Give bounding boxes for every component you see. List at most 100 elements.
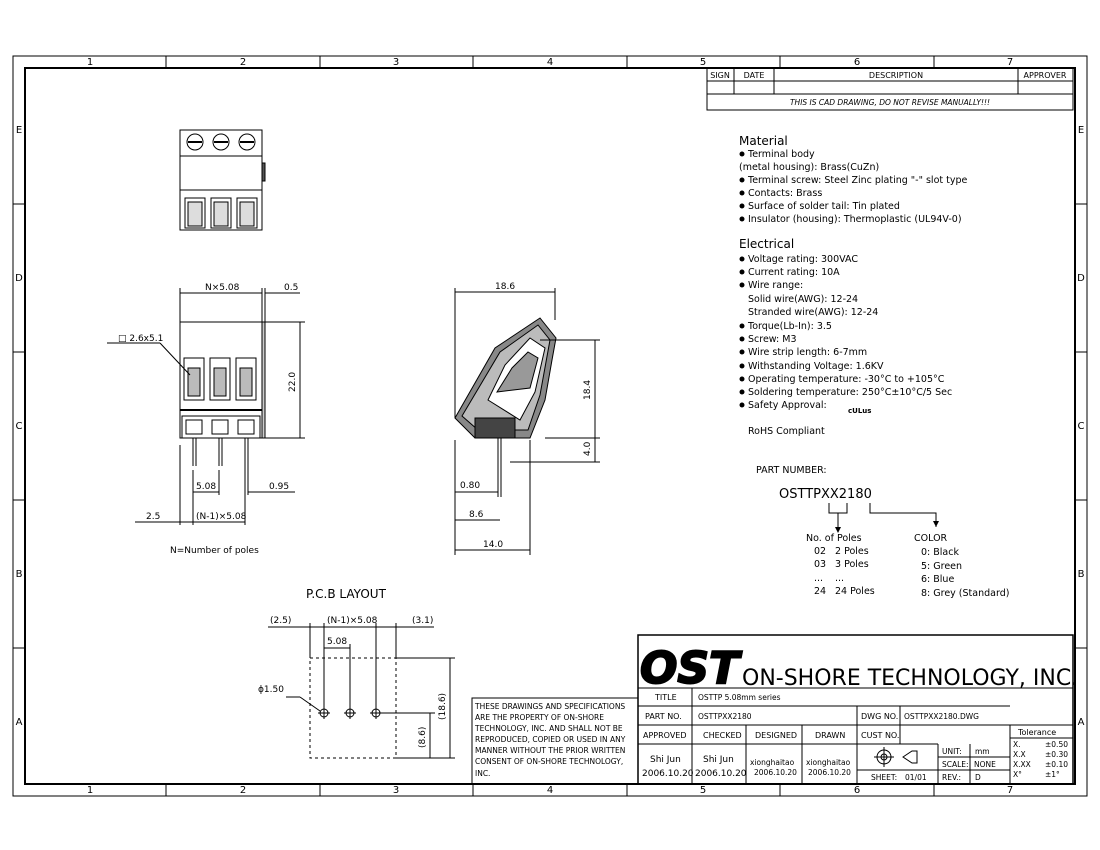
poles-heading: No. of Poles (806, 533, 862, 544)
tolerance-key: X.X (1013, 750, 1026, 759)
dim-height: 22.0 (288, 372, 298, 392)
tolerance-key: X. (1013, 740, 1021, 749)
dim-pitch: 5.08 (196, 482, 216, 492)
pcb-dim-span: (N-1)×5.08 (327, 616, 378, 626)
rev-header-sign: SIGN (710, 71, 730, 80)
designed-label: DESIGNED (755, 731, 797, 740)
part-no-label: PART NO. (645, 712, 682, 721)
dim-side-height: 18.4 (583, 380, 593, 400)
electrical-item: Withstanding Voltage: 1.6KV (748, 361, 884, 372)
poles-note: N=Number of poles (170, 546, 259, 556)
pole-desc: 2 Poles (835, 546, 869, 557)
dim-depth: 14.0 (483, 540, 503, 550)
pcb-dim-left: (2.5) (270, 616, 291, 626)
tolerance-heading: Tolerance (1017, 728, 1056, 737)
col-label-4-bottom: 4 (547, 785, 553, 796)
col-label-6-bottom: 6 (854, 785, 860, 796)
material-item: Contacts: Brass (748, 188, 822, 199)
pole-desc: 24 Poles (835, 586, 875, 597)
electrical-item: Safety Approval: (748, 400, 827, 411)
property-note-line: REPRODUCED, COPIED OR USED IN ANY (475, 735, 626, 744)
tolerance-key: X° (1013, 770, 1022, 779)
dim-edge: 2.5 (146, 512, 160, 522)
dim-pitch-n: N×5.08 (205, 283, 240, 293)
pole-code: 02 (814, 546, 826, 557)
property-note-line: MANNER WITHOUT THE PRIOR WRITTEN (475, 746, 625, 755)
pole-code: 03 (814, 559, 826, 570)
row-label-d-right: D (1077, 273, 1085, 284)
dim-pin-length: 4.0 (583, 441, 593, 456)
col-label-5: 5 (700, 57, 706, 68)
electrical-item: Voltage rating: 300VAC (748, 254, 858, 265)
electrical-heading: Electrical (739, 237, 794, 251)
material-heading: Material (739, 134, 788, 148)
title-block: OST ON-SHORE TECHNOLOGY, INC. TITLE OSTT… (637, 634, 1078, 785)
unit-label: UNIT: (942, 747, 962, 756)
revision-table: SIGN DATE DESCRIPTION APPROVER THIS IS C… (706, 67, 1074, 111)
property-note-line: ARE THE PROPERTY OF ON-SHORE (475, 713, 604, 722)
dim-side-width: 18.6 (495, 282, 515, 292)
color-option: 6: Blue (921, 574, 954, 585)
sheet-label: SHEET: (871, 773, 897, 782)
dim-pin: 0.95 (269, 482, 289, 492)
property-note-line: TECHNOLOGY, INC. AND SHALL NOT BE (474, 724, 623, 733)
row-label-e-right: E (1078, 125, 1084, 136)
col-label-7: 7 (1007, 57, 1013, 68)
part-number-section: PART NUMBER: OSTTPXX2180 No. of Poles 02… (756, 465, 1009, 599)
dim-offset: 0.5 (284, 283, 298, 293)
tolerance-value: ±0.30 (1045, 750, 1068, 759)
material-item: Terminal body (747, 149, 815, 160)
projection-symbol-icon (874, 747, 918, 767)
col-label-7-bottom: 7 (1007, 785, 1013, 796)
row-label-c-right: C (1078, 421, 1085, 432)
color-option: 8: Grey (Standard) (921, 588, 1009, 599)
tolerance-key: X.XX (1013, 760, 1031, 769)
col-label-2: 2 (240, 57, 246, 68)
dim-square: □ 2.6x5.1 (118, 334, 163, 344)
col-label-3-bottom: 3 (393, 785, 399, 796)
pcb-dim-hole: ϕ1.50 (258, 685, 284, 695)
pole-desc: ... (835, 573, 844, 584)
electrical-item: Wire range: (748, 280, 803, 291)
col-label-6: 6 (854, 57, 860, 68)
material-item: Surface of solder tail: Tin plated (748, 201, 900, 212)
approved-name: Shi Jun (650, 755, 681, 765)
row-label-c: C (16, 421, 23, 432)
col-label-5-bottom: 5 (700, 785, 706, 796)
drawn-label: DRAWN (815, 731, 845, 740)
col-label-1-bottom: 1 (87, 785, 93, 796)
checked-label: CHECKED (703, 731, 742, 740)
pole-desc: 3 Poles (835, 559, 869, 570)
pcb-dim-row: (8.6) (418, 727, 428, 748)
row-label-e: E (16, 125, 22, 136)
designed-name: xionghaitao (750, 758, 795, 767)
col-label-3: 3 (393, 57, 399, 68)
ost-logo-icon: OST (640, 643, 742, 694)
side-view-drawing (454, 288, 600, 555)
property-note-line: INC. (475, 769, 490, 778)
material-item: Terminal screw: Steel Zinc plating "-" s… (747, 175, 968, 186)
pcb-dim-height: (18.6) (438, 693, 448, 720)
rev-label: REV.: (942, 773, 961, 782)
tolerance-value: ±0.50 (1045, 740, 1068, 749)
cust-no-label: CUST NO. (861, 731, 899, 740)
dim-pin-offset: 8.6 (469, 510, 484, 520)
col-label-1: 1 (87, 57, 93, 68)
dwg-no-value: OSTTPXX2180.DWG (904, 712, 979, 721)
pole-code: 24 (814, 586, 826, 597)
electrical-item: Soldering temperature: 250°C±10°C/5 Sec (748, 387, 952, 398)
color-option: 5: Green (921, 561, 962, 572)
checked-date: 2006.10.20 (695, 769, 747, 779)
property-note-line: CONSENT OF ON-SHORE TECHNOLOGY, (475, 757, 623, 766)
rev-value: D (975, 773, 981, 782)
property-note-line: THESE DRAWINGS AND SPECIFICATIONS (474, 702, 625, 711)
approved-label: APPROVED (643, 731, 687, 740)
electrical-item: Stranded wire(AWG): 12-24 (748, 307, 878, 318)
electrical-item: Current rating: 10A (748, 267, 840, 278)
checked-name: Shi Jun (703, 755, 734, 765)
dim-span: (N-1)×5.08 (196, 512, 247, 522)
rev-header-date: DATE (744, 71, 765, 80)
scale-value: NONE (974, 760, 996, 769)
color-heading: COLOR (914, 533, 948, 544)
drawn-date: 2006.10.20 (808, 768, 851, 777)
